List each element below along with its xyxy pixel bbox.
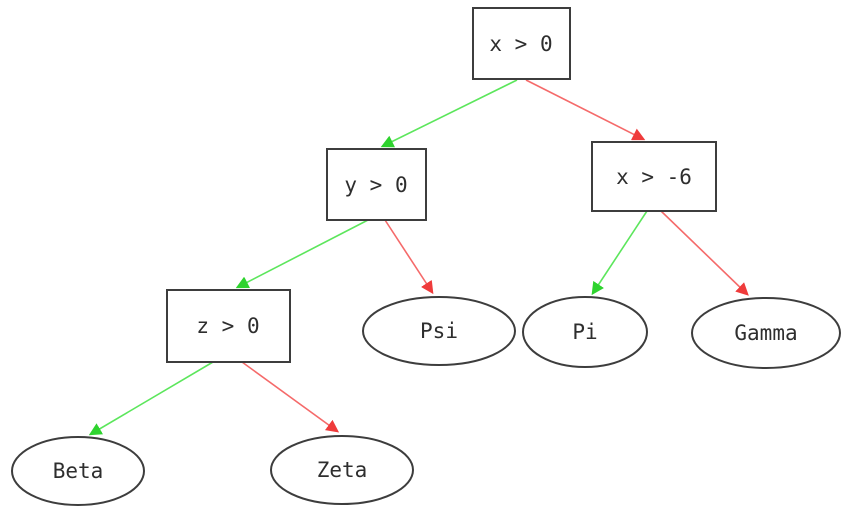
node-beta-ellipse [11,436,145,506]
edge-z0-to-beta-true [88,361,214,436]
node-beta-label: Beta [53,459,104,483]
node-beta: Beta [11,436,145,506]
node-y0: y > 0 [326,148,427,221]
node-pi-ellipse [522,296,648,368]
edge-root-to-y0-true [380,79,518,148]
node-zeta: Zeta [270,435,414,505]
edge-y0-to-z0-true [235,219,369,289]
node-z0: z > 0 [166,289,291,363]
node-psi-label: Psi [420,319,458,343]
node-gamma-ellipse [691,297,841,369]
edge-x6-to-gamma-false [660,210,749,296]
edge-y0-to-psi-false [384,219,434,295]
node-z0-label: z > 0 [196,314,259,338]
node-x6-box [591,141,717,212]
node-psi-ellipse [362,296,516,366]
node-root-box [472,7,571,80]
node-y0-label: y > 0 [344,173,407,197]
node-zeta-ellipse [270,435,414,505]
node-gamma-label: Gamma [734,321,797,345]
node-root-label: x > 0 [489,32,552,56]
node-y0-box [326,148,427,221]
node-psi: Psi [362,296,516,366]
node-pi-label: Pi [572,320,597,344]
edge-root-to-x6-false [525,79,646,141]
edge-x6-to-pi-true [591,210,648,296]
node-zeta-label: Zeta [317,458,368,482]
node-z0-box [166,289,291,363]
node-root: x > 0 [472,7,571,80]
node-x6: x > -6 [591,141,717,212]
edge-z0-to-zeta-false [241,361,340,433]
node-gamma: Gamma [691,297,841,369]
node-x6-label: x > -6 [616,165,692,189]
node-pi: Pi [522,296,648,368]
